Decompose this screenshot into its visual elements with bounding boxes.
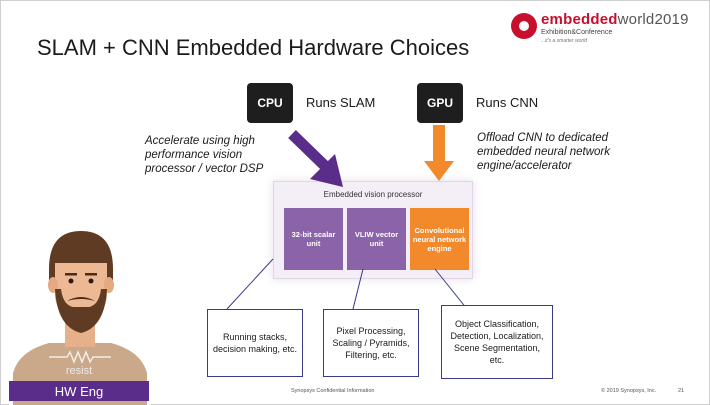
cpu-caption: Runs SLAM	[306, 95, 376, 110]
cnn-engine-unit: Convolutional neural network engine	[410, 208, 469, 270]
presenter-avatar	[9, 223, 151, 405]
cpu-arrow-icon	[288, 130, 343, 187]
gpu-chip-icon: GPU	[413, 79, 467, 127]
logo-word-2: world2019	[617, 11, 689, 28]
page-number: 21	[678, 388, 685, 394]
logo-subtitle: Exhibition&Conference	[541, 29, 613, 36]
task-box: Object Classification, Detection, Locali…	[441, 305, 553, 379]
logo-word-1: embedded	[541, 11, 618, 28]
gpu-annotation: Offload CNN to dedicated embedded neural…	[477, 131, 610, 173]
footer-copyright: © 2019 Synopsys, Inc.	[601, 388, 657, 394]
scalar-unit: 32-bit scalar unit	[284, 208, 343, 270]
gpu-arrow-icon	[424, 125, 454, 181]
task-box: Running stacks, decision making, etc.	[207, 309, 303, 377]
resist-label: resist	[65, 365, 93, 377]
vector-unit: VLIW vector unit	[347, 208, 406, 270]
connector-line	[226, 258, 274, 310]
cpu-annotation: Accelerate using high performance vision…	[145, 134, 263, 176]
task-box: Pixel Processing, Scaling / Pyramids, Fi…	[323, 309, 419, 377]
logo-wordmark: embeddedworld2019	[541, 11, 689, 28]
cpu-annotation-line: performance vision	[145, 149, 243, 161]
gpu-annotation-line: embedded neural network	[477, 146, 610, 158]
logo-circle-icon	[511, 13, 537, 39]
gpu-chip-label: GPU	[426, 96, 453, 110]
connector-line	[434, 268, 468, 310]
processor-title: Embedded vision processor	[323, 190, 423, 199]
gpu-annotation-line: engine/accelerator	[477, 160, 572, 172]
gpu-caption: Runs CNN	[476, 95, 539, 110]
embedded-vision-processor: Embedded vision processor 32-bit scalar …	[273, 181, 473, 279]
footer-confidential: Synopsys Confidential Information	[291, 388, 375, 394]
cpu-annotation-line: processor / vector DSP	[145, 163, 264, 175]
role-label: HW Eng	[9, 381, 149, 401]
connector-line	[352, 268, 364, 310]
logo-tagline: ...it's a smarter world	[541, 38, 587, 44]
bearded-man-icon	[13, 231, 147, 405]
cpu-chip-icon: CPU	[243, 79, 297, 127]
gpu-annotation-line: Offload CNN to dedicated	[477, 132, 609, 144]
slide-title: SLAM + CNN Embedded Hardware Choices	[37, 35, 470, 60]
cpu-annotation-line: Accelerate using high	[145, 135, 255, 147]
cpu-chip-label: CPU	[257, 96, 283, 110]
embedded-world-logo: embeddedworld2019 Exhibition&Conference …	[507, 9, 707, 49]
